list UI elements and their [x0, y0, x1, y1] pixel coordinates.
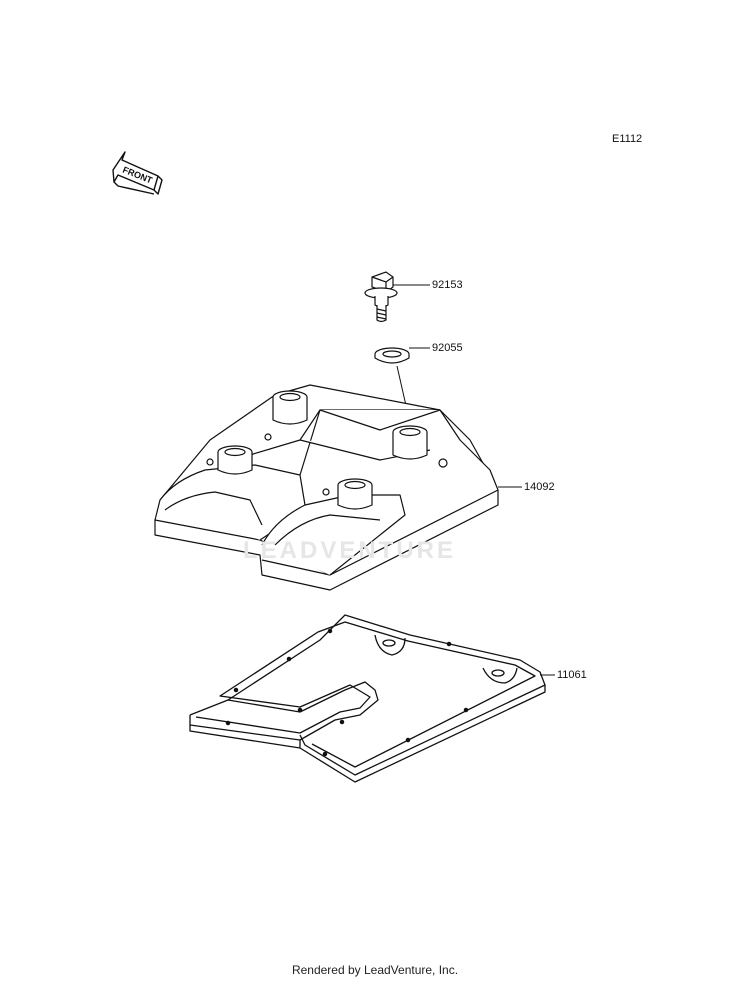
gasket-part: [189, 614, 546, 783]
front-arrow-icon: FRONT: [112, 151, 163, 195]
footer-credit: Rendered by LeadVenture, Inc.: [291, 963, 459, 977]
callout-label-gasket: 11061: [557, 669, 587, 681]
callout-label-bolt: 92153: [432, 279, 463, 291]
washer-part: [374, 347, 410, 364]
cylinder-head-cover-part: [154, 384, 499, 591]
watermark: LEADVENTURE: [243, 537, 457, 564]
diagram-code: E1112: [612, 133, 643, 145]
callout-label-washer: 92055: [432, 342, 463, 354]
bolt-part: [364, 271, 398, 323]
callout-label-cylinder-head-cover: 14092: [524, 481, 555, 493]
